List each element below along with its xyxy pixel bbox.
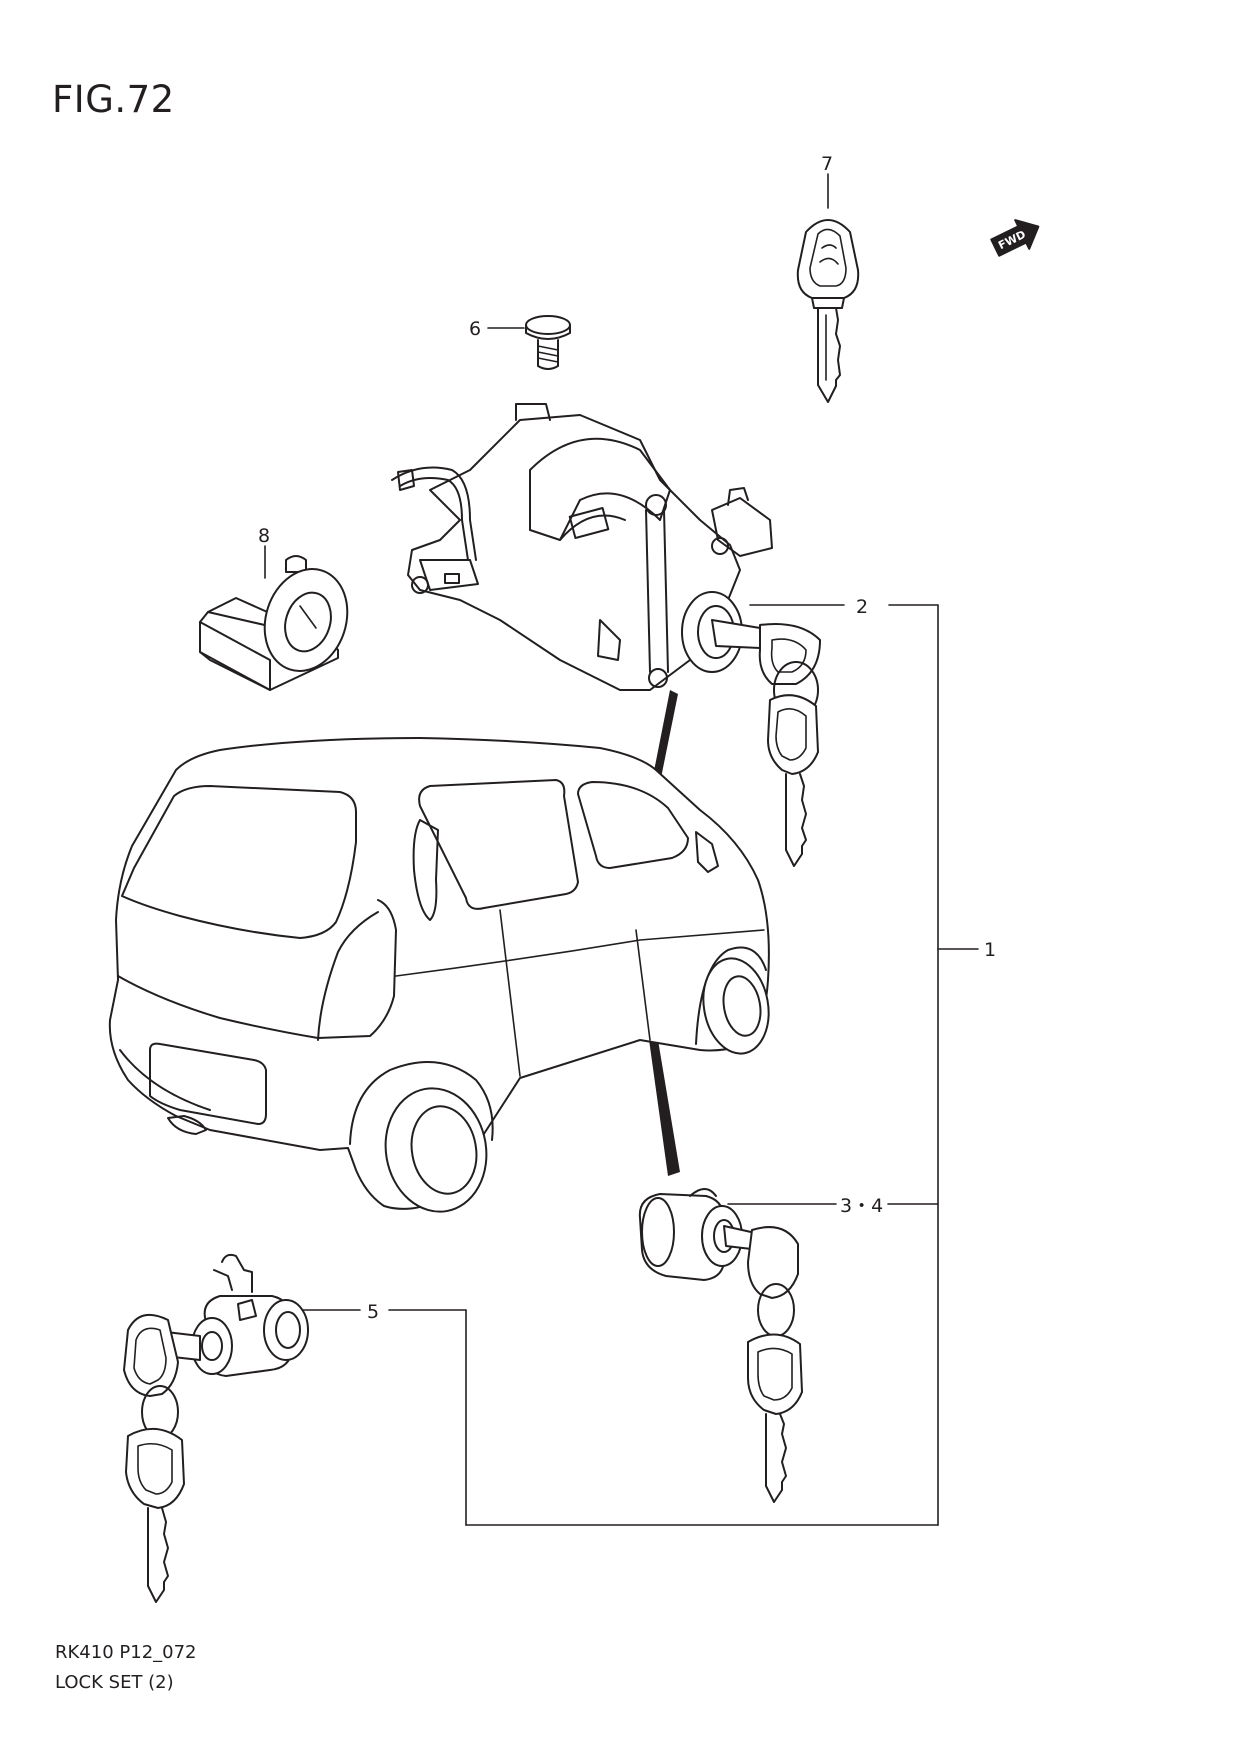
steering-lock-assembly-part-2 (392, 404, 820, 866)
fwd-arrow-icon: FWD (988, 212, 1045, 262)
immobilizer-coil-part-8 (200, 556, 360, 690)
figure-name: LOCK SET (2) (55, 1672, 174, 1693)
callout-2: 2 (856, 596, 868, 618)
callout-6: 6 (469, 318, 481, 340)
key-part-7 (798, 220, 858, 402)
leader-lines (265, 174, 978, 1525)
vehicle-outline (110, 738, 776, 1220)
callout-8: 8 (258, 525, 270, 547)
callout-7: 7 (821, 153, 833, 175)
callout-1: 1 (984, 939, 996, 961)
door-lock-cylinder-part-3-4 (640, 1189, 802, 1502)
figure-title: FIG.72 (52, 78, 175, 121)
screw-part-6 (526, 316, 570, 369)
back-door-lock-part-5 (124, 1255, 308, 1602)
callout-3-4: 3・4 (840, 1195, 883, 1217)
figure-code: RK410 P12_072 (55, 1642, 197, 1663)
callout-5: 5 (367, 1301, 379, 1323)
callouts: 1 2 3・4 5 6 7 8 (258, 153, 996, 1323)
